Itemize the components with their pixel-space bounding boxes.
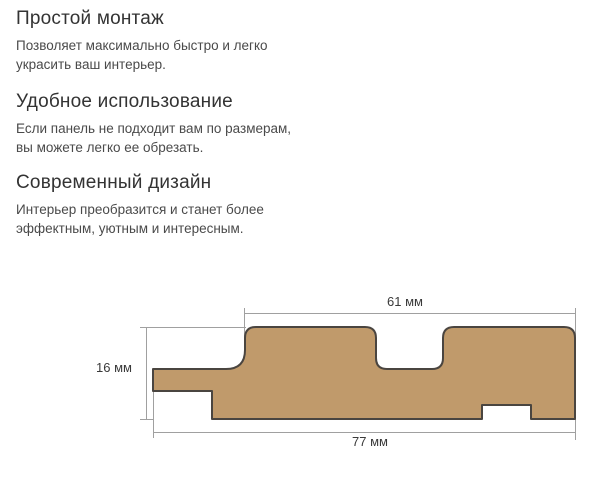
total-width-label: 77 мм bbox=[352, 434, 388, 449]
feature-description: Интерьер преобразится и станет более эффе… bbox=[16, 200, 356, 238]
height-label: 16 мм bbox=[96, 360, 132, 375]
feature-description-line: вы можете легко ее обрезать. bbox=[16, 140, 204, 155]
feature-description: Позволяет максимально быстро и легко укра… bbox=[16, 36, 356, 74]
feature-description: Если панель не подходит вам по размерам,… bbox=[16, 119, 356, 157]
panel-profile-shape bbox=[152, 326, 576, 420]
feature-description-line: Если панель не подходит вам по размерам, bbox=[16, 121, 292, 136]
feature-description-line: Интерьер преобразится и станет более bbox=[16, 202, 264, 217]
feature-title: Удобное использование bbox=[16, 91, 233, 112]
feature-title: Простой монтаж bbox=[16, 8, 164, 29]
feature-description-line: украсить ваш интерьер. bbox=[16, 57, 166, 72]
feature-modern-design: Современный дизайн Интерьер преобразится… bbox=[16, 172, 356, 238]
feature-description-line: эффектным, уютным и интересным. bbox=[16, 221, 244, 236]
feature-title: Современный дизайн bbox=[16, 172, 212, 193]
feature-convenient-use: Удобное использование Если панель не под… bbox=[16, 91, 356, 157]
top-width-label: 61 мм bbox=[387, 294, 423, 309]
feature-simple-installation: Простой монтаж Позволяет максимально быс… bbox=[16, 8, 356, 74]
feature-description-line: Позволяет максимально быстро и легко bbox=[16, 38, 268, 53]
